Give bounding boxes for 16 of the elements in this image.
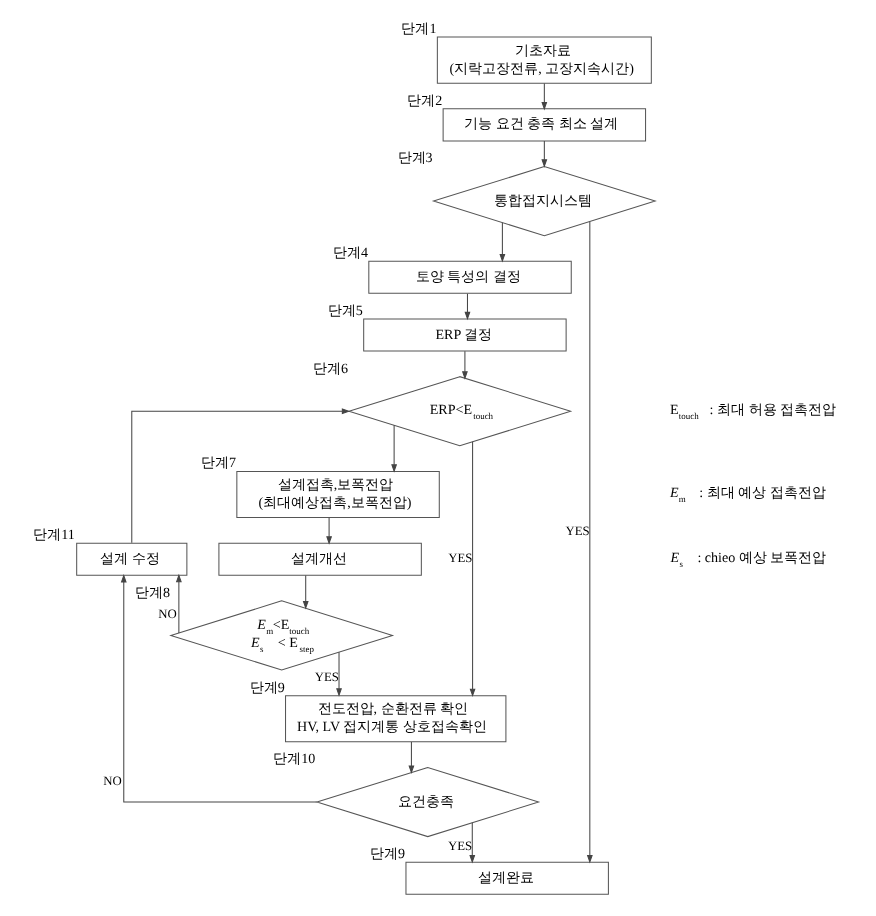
arrow <box>336 651 342 697</box>
arrow <box>302 574 309 610</box>
arrow <box>464 293 471 321</box>
arrow <box>461 350 468 380</box>
arrow <box>391 424 398 473</box>
arrow <box>131 408 351 544</box>
arrow <box>586 221 593 864</box>
arrow <box>541 140 548 168</box>
arrow <box>469 822 476 864</box>
arrow <box>469 441 476 698</box>
arrow <box>175 573 182 634</box>
arrow <box>326 517 333 545</box>
arrow <box>499 222 506 263</box>
arrow <box>408 741 415 774</box>
arrow <box>541 83 548 111</box>
arrow <box>120 573 318 803</box>
